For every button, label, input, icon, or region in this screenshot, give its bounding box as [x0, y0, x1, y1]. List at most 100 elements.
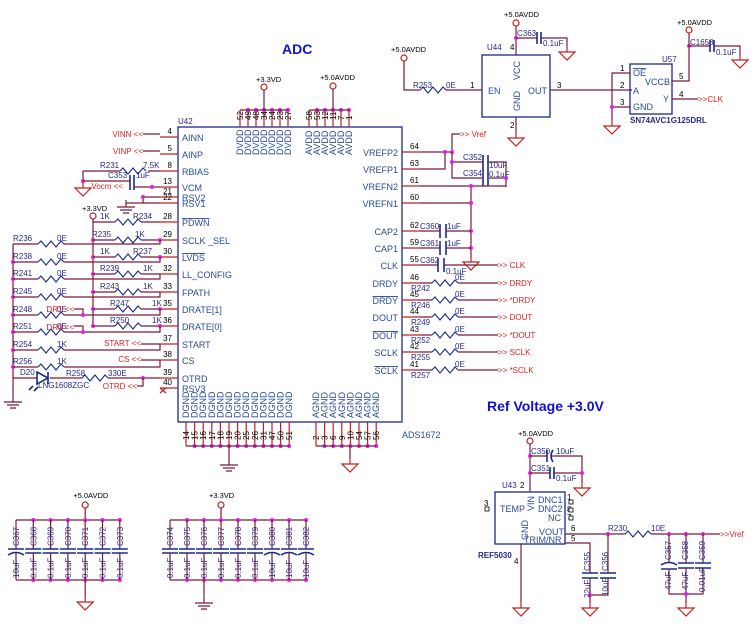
r254-value: 1K [57, 340, 67, 349]
r257-ref: R257 [411, 371, 431, 380]
pin-number-7: 7 [337, 115, 346, 120]
r241-resistor [37, 275, 65, 283]
cs-net: CS << [118, 355, 141, 364]
pin-number-13: 13 [163, 177, 172, 186]
c362-value: 0.1uF [446, 267, 467, 276]
pin-number-62: 62 [410, 221, 419, 230]
pin-number-2: 2 [312, 435, 321, 440]
pin-number-43: 43 [410, 325, 419, 334]
d20-value: LNG1608ZGC [38, 381, 89, 390]
r231-value: 7.5K [143, 161, 160, 170]
r241-value: 0E [57, 269, 67, 278]
c377-capacitor [213, 548, 229, 554]
vinp-net: VINP << [113, 147, 143, 156]
vinn-net: VINN << [112, 130, 143, 139]
r235-ref: R235 [92, 230, 112, 239]
c354-ref: C354 [463, 169, 483, 178]
u57-pin-y: Y [663, 94, 669, 104]
avdd-label: +5.0AVDD [320, 73, 356, 82]
r254-resistor [37, 346, 65, 354]
pin-number-12: 12 [321, 111, 330, 120]
c354-value: 0.1uF [489, 170, 510, 179]
net-dout: >> DOUT [498, 313, 532, 322]
pulldown-wire [13, 292, 161, 298]
input-wires [143, 133, 160, 152]
pin-number-6: 6 [329, 435, 338, 440]
r256-resistor [37, 363, 65, 371]
u44-pin-en: EN [488, 86, 501, 96]
r252-ref: R252 [411, 336, 431, 345]
c368-value: 0.1uF [29, 557, 38, 578]
pin-name-cap2: CAP2 [374, 227, 398, 237]
pin-number-30: 30 [163, 247, 172, 256]
junction-dot [469, 201, 473, 205]
u42-ground-returns [186, 444, 379, 473]
pin-name-dgnd: DGND [250, 391, 260, 418]
c371-value: 0.1uF [81, 557, 90, 578]
pin-name-avdd: AVDD [328, 130, 338, 155]
pin-name-rsv1: RSV1 [182, 199, 206, 209]
r253-value: 0E [446, 81, 456, 90]
pin-number-31: 31 [259, 431, 268, 440]
r247-resistor [114, 305, 142, 313]
pin-name-dgnd: DGND [233, 391, 243, 418]
analog-ground-icon [341, 457, 359, 473]
r258-ref: R258 [66, 369, 86, 378]
u57-pin-gnd: GND [633, 102, 654, 112]
r249-ref: R249 [411, 318, 431, 327]
vref-caps-wire [451, 152, 507, 187]
pin-name-sclk: SCLK [374, 366, 398, 376]
u43-avdd-label: +5.0AVDD [518, 429, 554, 438]
u57-avdd-label: +5.0AVDD [677, 18, 713, 27]
u57-pin-vccb: VCCB [645, 77, 670, 87]
r243-value: 1K [143, 282, 153, 291]
pin-name-vrefn2: VREFN2 [362, 182, 398, 192]
pin-number-18: 18 [216, 431, 225, 440]
r234-value: 1K [100, 212, 110, 221]
c352-value: 10uF [489, 161, 507, 170]
u43-num-trim: 5 [571, 534, 576, 543]
r256-ref: R256 [13, 357, 33, 366]
u43-pin-vout: VOUT [539, 527, 565, 537]
pin-number-64: 64 [410, 142, 419, 151]
r241-ref: R241 [13, 269, 33, 278]
digital-ground-icon [3, 394, 23, 409]
pin-number-52: 52 [236, 111, 245, 120]
u44-pin-gnd: GND [512, 91, 522, 112]
pin-name-cap1: CAP1 [374, 244, 398, 254]
c382-capacitor [297, 548, 315, 556]
d20-ref: D20 [20, 368, 35, 377]
c353-capacitor [129, 175, 135, 190]
u44-num-vcc: 4 [510, 43, 515, 52]
c350-value: 10uF [556, 447, 574, 456]
otrd-net: OTRD << [103, 382, 138, 391]
u57-num-oe: 1 [620, 64, 625, 73]
u44-pin-out: OUT [528, 86, 548, 96]
c375-ref: C375 [183, 526, 192, 546]
r250-resistor [114, 322, 142, 330]
c377-value: 0.1uF [217, 557, 226, 578]
c376-ref: C376 [200, 526, 209, 546]
pin-number-14: 14 [182, 431, 191, 440]
c367-ref: C367 [12, 526, 21, 546]
pin-name-dvdd: DVDD [267, 129, 277, 155]
r236-value: 0E [57, 234, 67, 243]
pin-name-sclk: SCLK [374, 348, 398, 358]
dvdd-label: +3.3VD [256, 75, 282, 84]
pin-name-rsv2: RSV2 [182, 193, 206, 203]
c352-c354-capacitors [482, 155, 489, 186]
pin-name-start: START [182, 340, 211, 350]
c375-value: 0.1uF [183, 557, 192, 578]
ground-icon [76, 595, 94, 611]
c1658-ref: C1658 [690, 38, 714, 47]
no-connect-marker [159, 387, 167, 394]
pin-name-dgnd: DGND [258, 391, 268, 418]
u43-vref-net: >>Vref [720, 530, 744, 539]
pin-name-agnd: AGND [320, 391, 330, 418]
pin-name-dgnd: DGND [224, 391, 234, 418]
pin-number-22: 22 [163, 193, 172, 202]
pin-number-63: 63 [410, 159, 419, 168]
r234-ref: R234 [133, 212, 153, 221]
pin-number-46: 46 [410, 273, 419, 282]
